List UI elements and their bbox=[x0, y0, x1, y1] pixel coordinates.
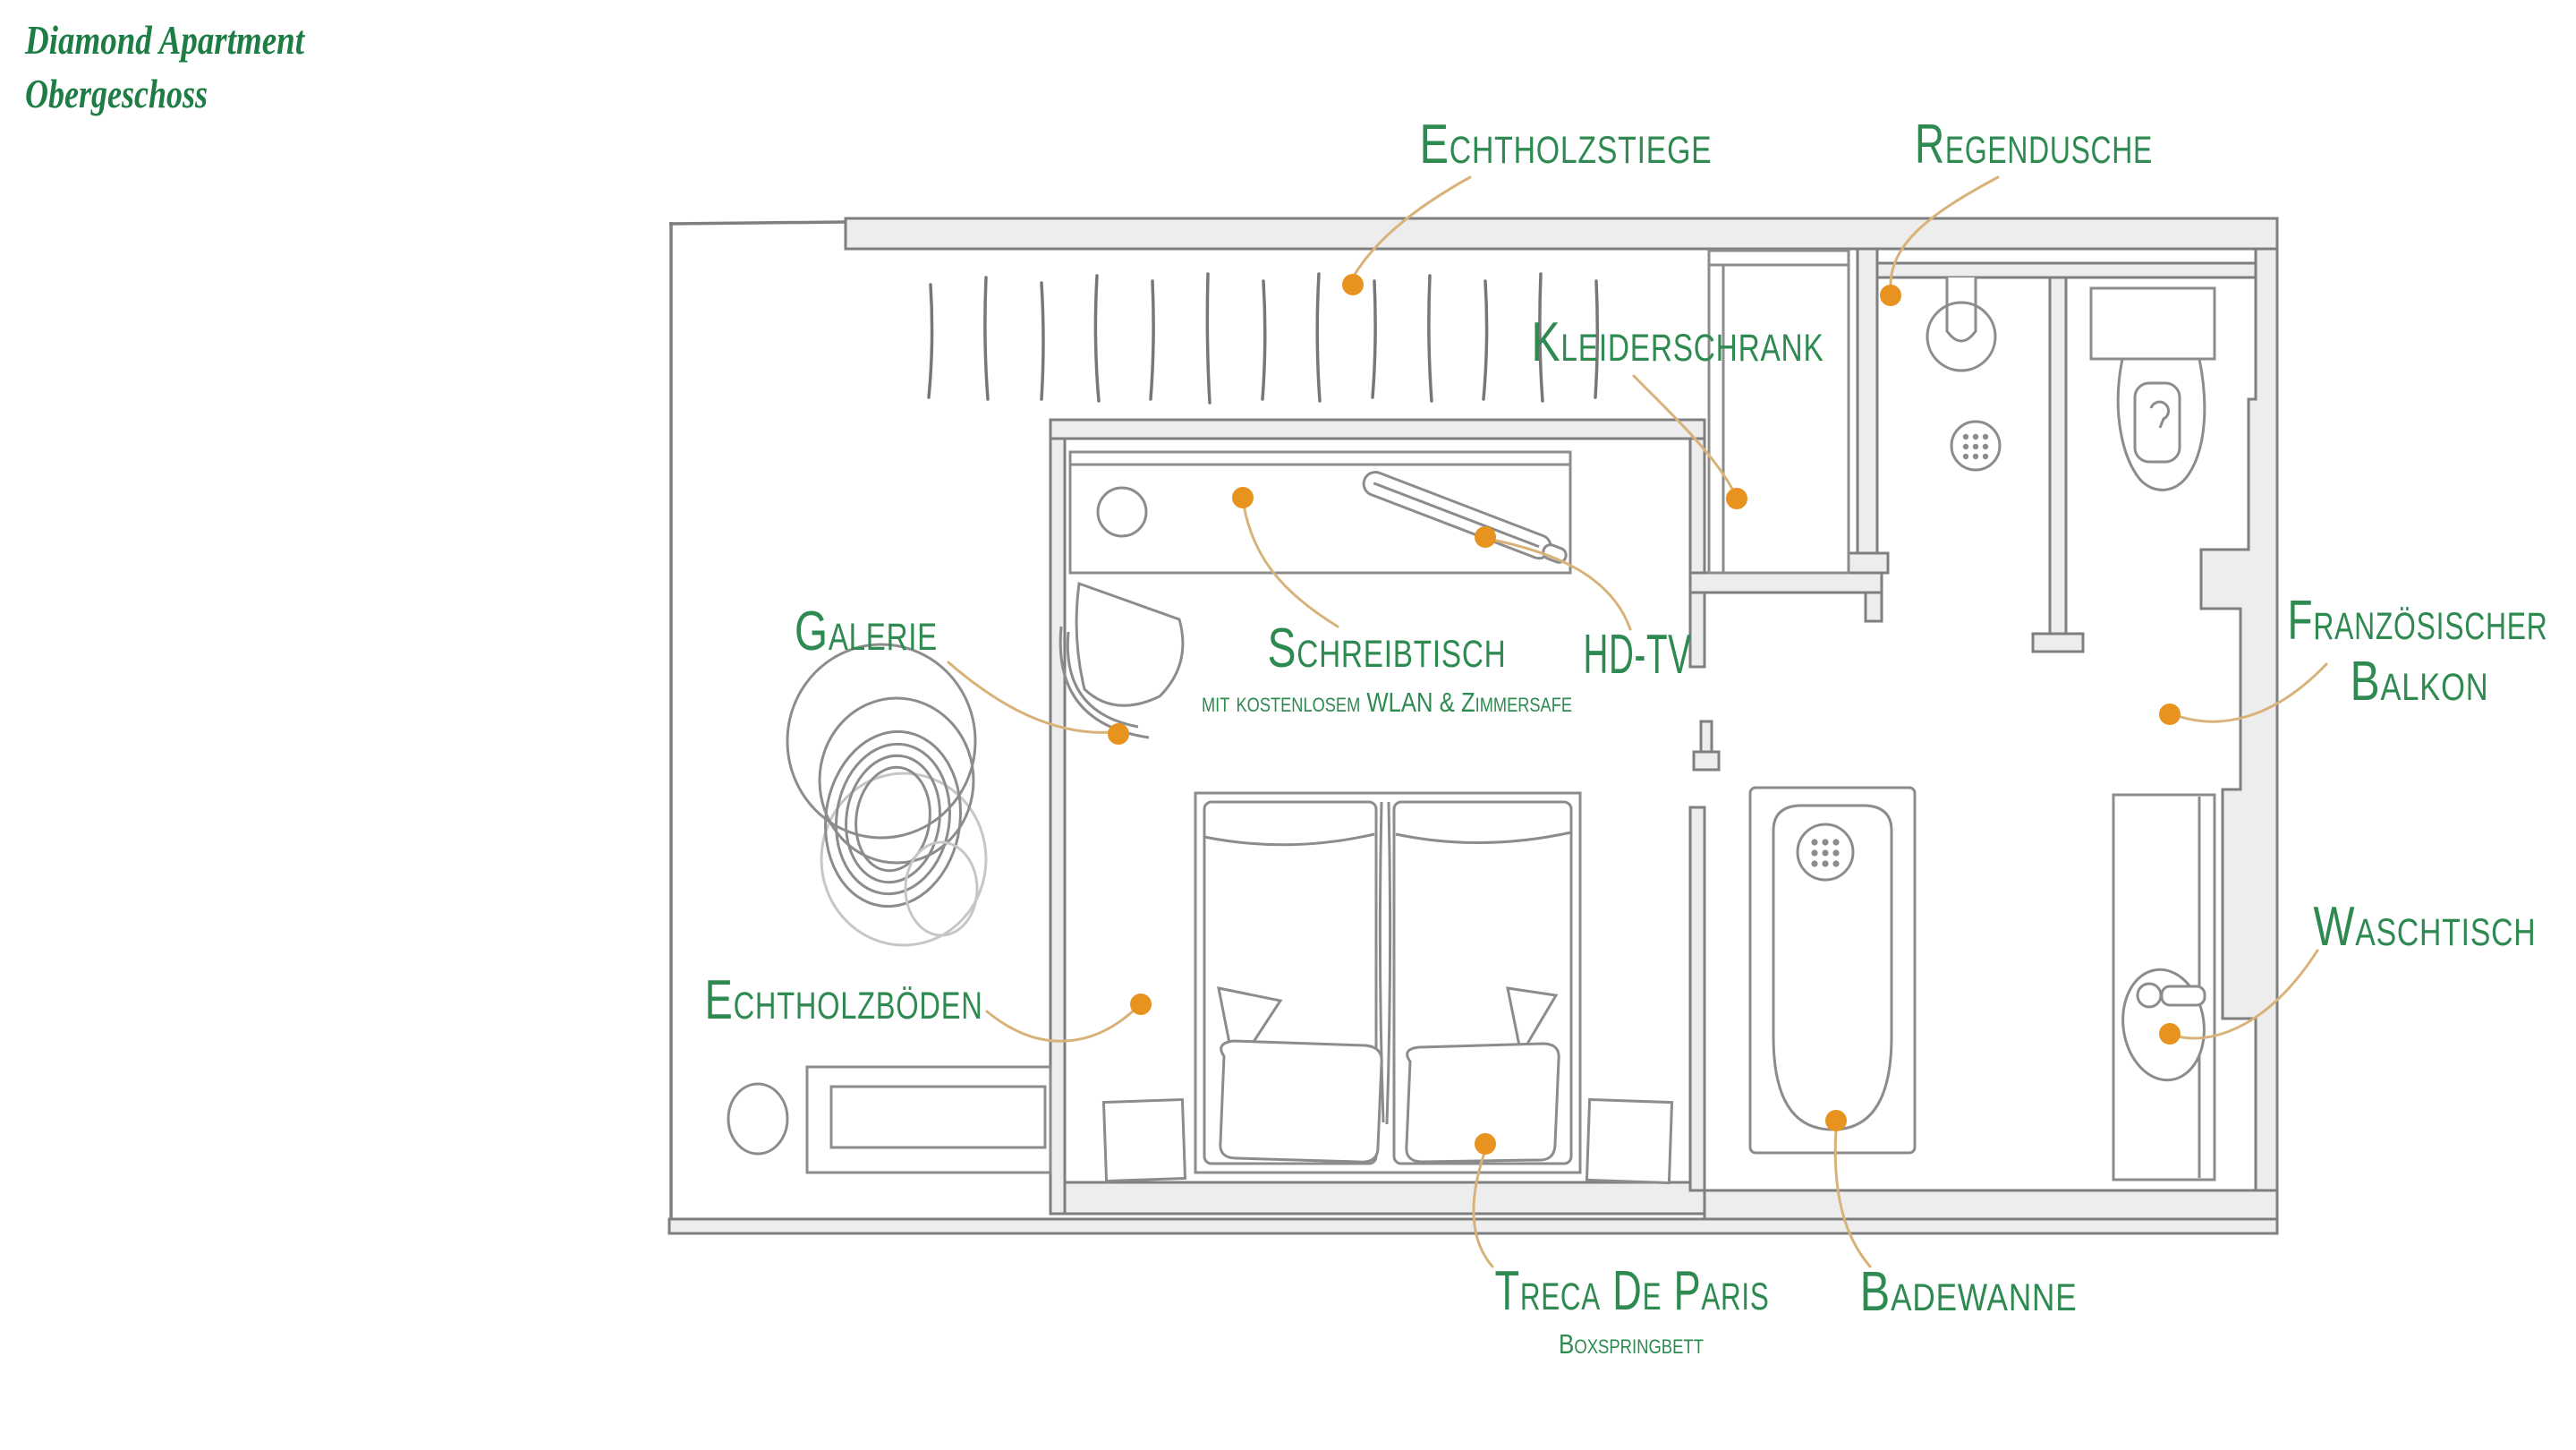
toilet-icon bbox=[2089, 286, 2216, 491]
marker-hdtv-dot bbox=[1475, 526, 1496, 548]
label-franzoesischer-balkon-line1: Französischer bbox=[2288, 590, 2548, 652]
shower-left-wall-foot bbox=[1843, 551, 1890, 575]
annotation-leaders bbox=[947, 175, 2328, 1268]
leader-echtholzboeden bbox=[985, 1008, 1136, 1043]
wardrobe-icon bbox=[1707, 249, 1850, 575]
desk-chair-icon bbox=[1058, 581, 1185, 739]
marker-galerie-dot bbox=[1108, 723, 1129, 745]
marker-badewanne-dot bbox=[1825, 1110, 1847, 1131]
label-echtholzstiege: Echtholzstiege bbox=[1420, 114, 1713, 175]
bedroom-right-wall-upper bbox=[1688, 437, 1706, 669]
leader-badewanne bbox=[1833, 1128, 1872, 1268]
outer-wall-top-left bbox=[668, 220, 846, 226]
side-table-icon bbox=[727, 1082, 789, 1156]
marker-waschtisch-dot bbox=[2159, 1023, 2181, 1045]
label-treca-de-paris: Treca De Paris bbox=[1495, 1260, 1770, 1322]
label-badewanne: Badewanne bbox=[1860, 1261, 2078, 1323]
label-regendusche: Regendusche bbox=[1915, 114, 2153, 175]
faucet-icon bbox=[2136, 982, 2163, 1009]
nightstand-left-icon bbox=[1101, 1097, 1187, 1183]
leader-echtholzstiege bbox=[1351, 175, 1472, 279]
bathroom-bottom-wall bbox=[1703, 1189, 2279, 1221]
bedroom-bottom-wall bbox=[1063, 1181, 1706, 1215]
marker-kleiderschrank-dot bbox=[1726, 488, 1747, 509]
bed-icon bbox=[1194, 791, 1582, 1174]
page-title: Diamond Apartment Obergeschoss bbox=[24, 17, 305, 116]
bathtub-drain-icon bbox=[1796, 823, 1855, 882]
label-waschtisch: Waschtisch bbox=[2314, 896, 2537, 958]
blanket-fold-right bbox=[1506, 986, 1559, 1059]
marker-treca-dot bbox=[1475, 1133, 1496, 1155]
bath-door-jamb bbox=[1692, 750, 1721, 772]
annotation-markers bbox=[1108, 274, 2181, 1155]
walls bbox=[667, 217, 2279, 1235]
shower-left-wall bbox=[1856, 247, 1879, 555]
label-franzoesischer-balkon-line2: Balkon bbox=[2351, 651, 2489, 712]
desk-lamp-icon bbox=[1096, 486, 1148, 538]
marker-balkon-dot bbox=[2159, 704, 2181, 725]
spiral-stair-icon bbox=[786, 643, 988, 947]
wc-separator-wall bbox=[2048, 276, 2068, 635]
leader-balkon bbox=[2176, 662, 2328, 723]
annotation-labels: Echtholzstiege Regendusche Kleiderschran… bbox=[705, 114, 2548, 1360]
nightstand-right-icon bbox=[1585, 1097, 1674, 1185]
outer-wall-top bbox=[844, 217, 2279, 251]
sofa-icon bbox=[805, 1065, 1052, 1174]
label-echtholzboeden: Echtholzböden bbox=[705, 969, 983, 1031]
duvet-right bbox=[1405, 1042, 1560, 1164]
duvet-left bbox=[1219, 1039, 1383, 1164]
label-hdtv: HD-TV bbox=[1584, 624, 1692, 686]
label-schreibtisch: Schreibtisch bbox=[1268, 618, 1507, 679]
shower-icon bbox=[1926, 277, 2002, 472]
leader-galerie bbox=[947, 661, 1114, 734]
leader-treca bbox=[1472, 1151, 1494, 1268]
marker-schreibtisch-dot bbox=[1232, 487, 1254, 508]
tv-remote-icon bbox=[1362, 471, 1568, 564]
marker-echtholzstiege-dot bbox=[1342, 274, 1364, 295]
bedroom-top-wall bbox=[1049, 418, 1706, 440]
washstand-icon bbox=[2112, 793, 2216, 1181]
furniture bbox=[727, 249, 2216, 1185]
bathtub-icon bbox=[1748, 786, 1917, 1155]
hall-wall-stub bbox=[1864, 591, 1883, 623]
bath-top-inner-wall bbox=[1875, 261, 2257, 279]
leader-schreibtisch bbox=[1242, 503, 1339, 628]
label-treca-subtitle: Boxspringbett bbox=[1559, 1328, 1704, 1360]
label-galerie: Galerie bbox=[795, 601, 938, 662]
leader-regendusche bbox=[1889, 175, 2000, 292]
bath-door-jamb-2 bbox=[1699, 720, 1713, 754]
marker-echtholzboeden-dot bbox=[1130, 994, 1152, 1015]
leader-kleiderschrank bbox=[1632, 374, 1736, 494]
label-schreibtisch-subtitle: mit kostenlosem WLAN & Zimmersafe bbox=[1202, 687, 1572, 718]
outer-wall-right bbox=[2199, 247, 2279, 1221]
bedroom-left-wall bbox=[1049, 418, 1067, 1215]
leader-waschtisch bbox=[2176, 949, 2319, 1040]
leader-hdtv bbox=[1491, 538, 1632, 631]
label-kleiderschrank: Kleiderschrank bbox=[1532, 311, 1824, 373]
staircase-icon bbox=[927, 272, 1600, 405]
desk-icon bbox=[1068, 450, 1572, 575]
marker-regendusche-dot bbox=[1880, 285, 1901, 306]
wc-separator-foot bbox=[2031, 632, 2085, 653]
title-line1: Diamond Apartment bbox=[24, 17, 305, 63]
bedroom-right-wall-lower bbox=[1688, 806, 1706, 1192]
title-line2: Obergeschoss bbox=[25, 71, 208, 116]
hall-wall bbox=[1688, 571, 1883, 594]
